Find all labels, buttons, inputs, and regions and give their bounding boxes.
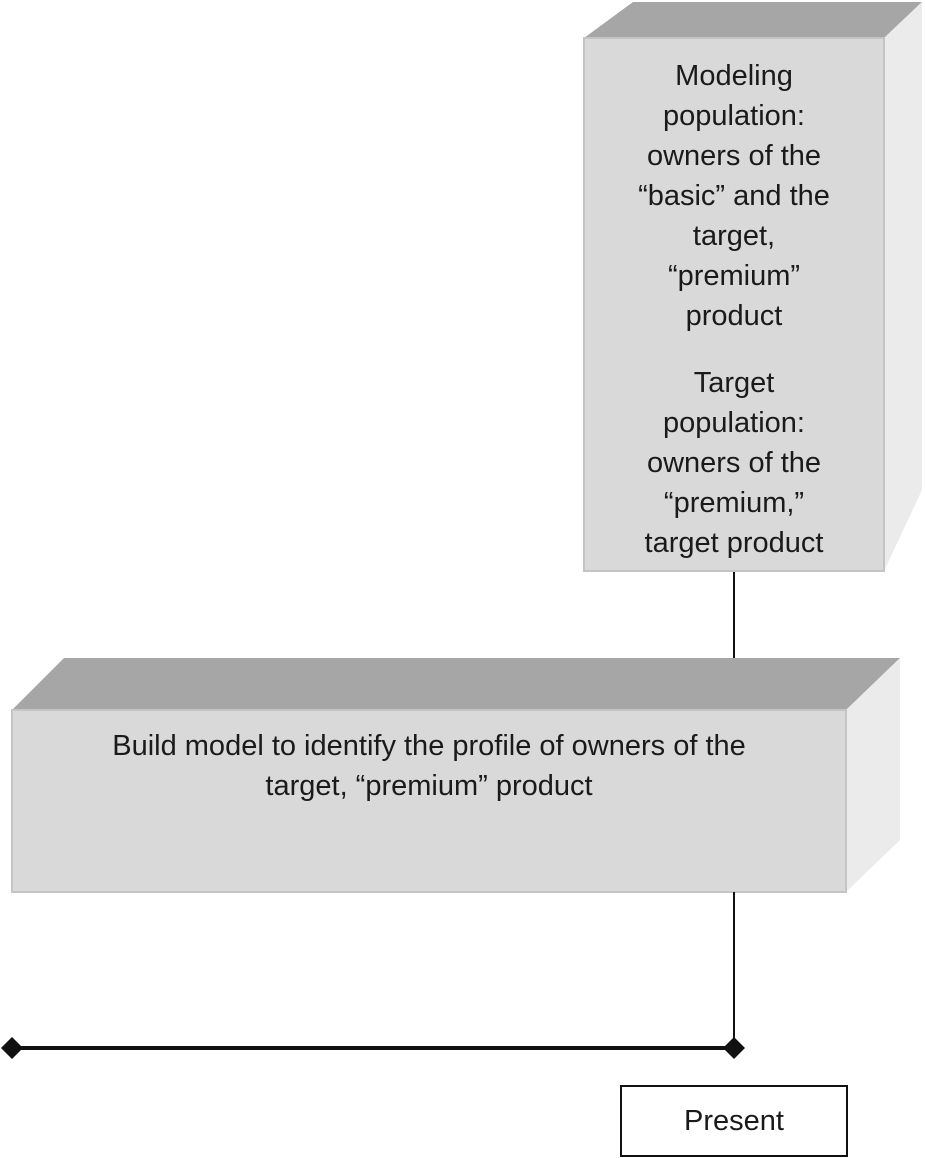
model-box-top-face [12,658,900,710]
population-box-front-face [583,37,885,572]
model-box-side-face [846,658,900,892]
present-label: Present [684,1105,784,1137]
model-box-front-face [11,709,847,893]
model-box [11,658,900,893]
target-population-text: Target population: owners of the “premiu… [644,367,824,559]
timeline-start-marker [1,1037,23,1059]
build-model-text: Build model to identify the profile of o… [112,730,746,802]
paragraph-gap [584,336,884,363]
model-box-text: Build model to identify the profile of o… [14,726,844,806]
population-box-top-face [584,2,922,38]
timeline-present-marker [723,1037,745,1059]
population-box [583,2,922,572]
population-box-text: Modeling population: owners of the “basi… [584,56,884,563]
present-label-box [620,1085,848,1157]
population-box-side-face [884,2,922,571]
modeling-population-text: Modeling population: owners of the “basi… [638,60,830,332]
